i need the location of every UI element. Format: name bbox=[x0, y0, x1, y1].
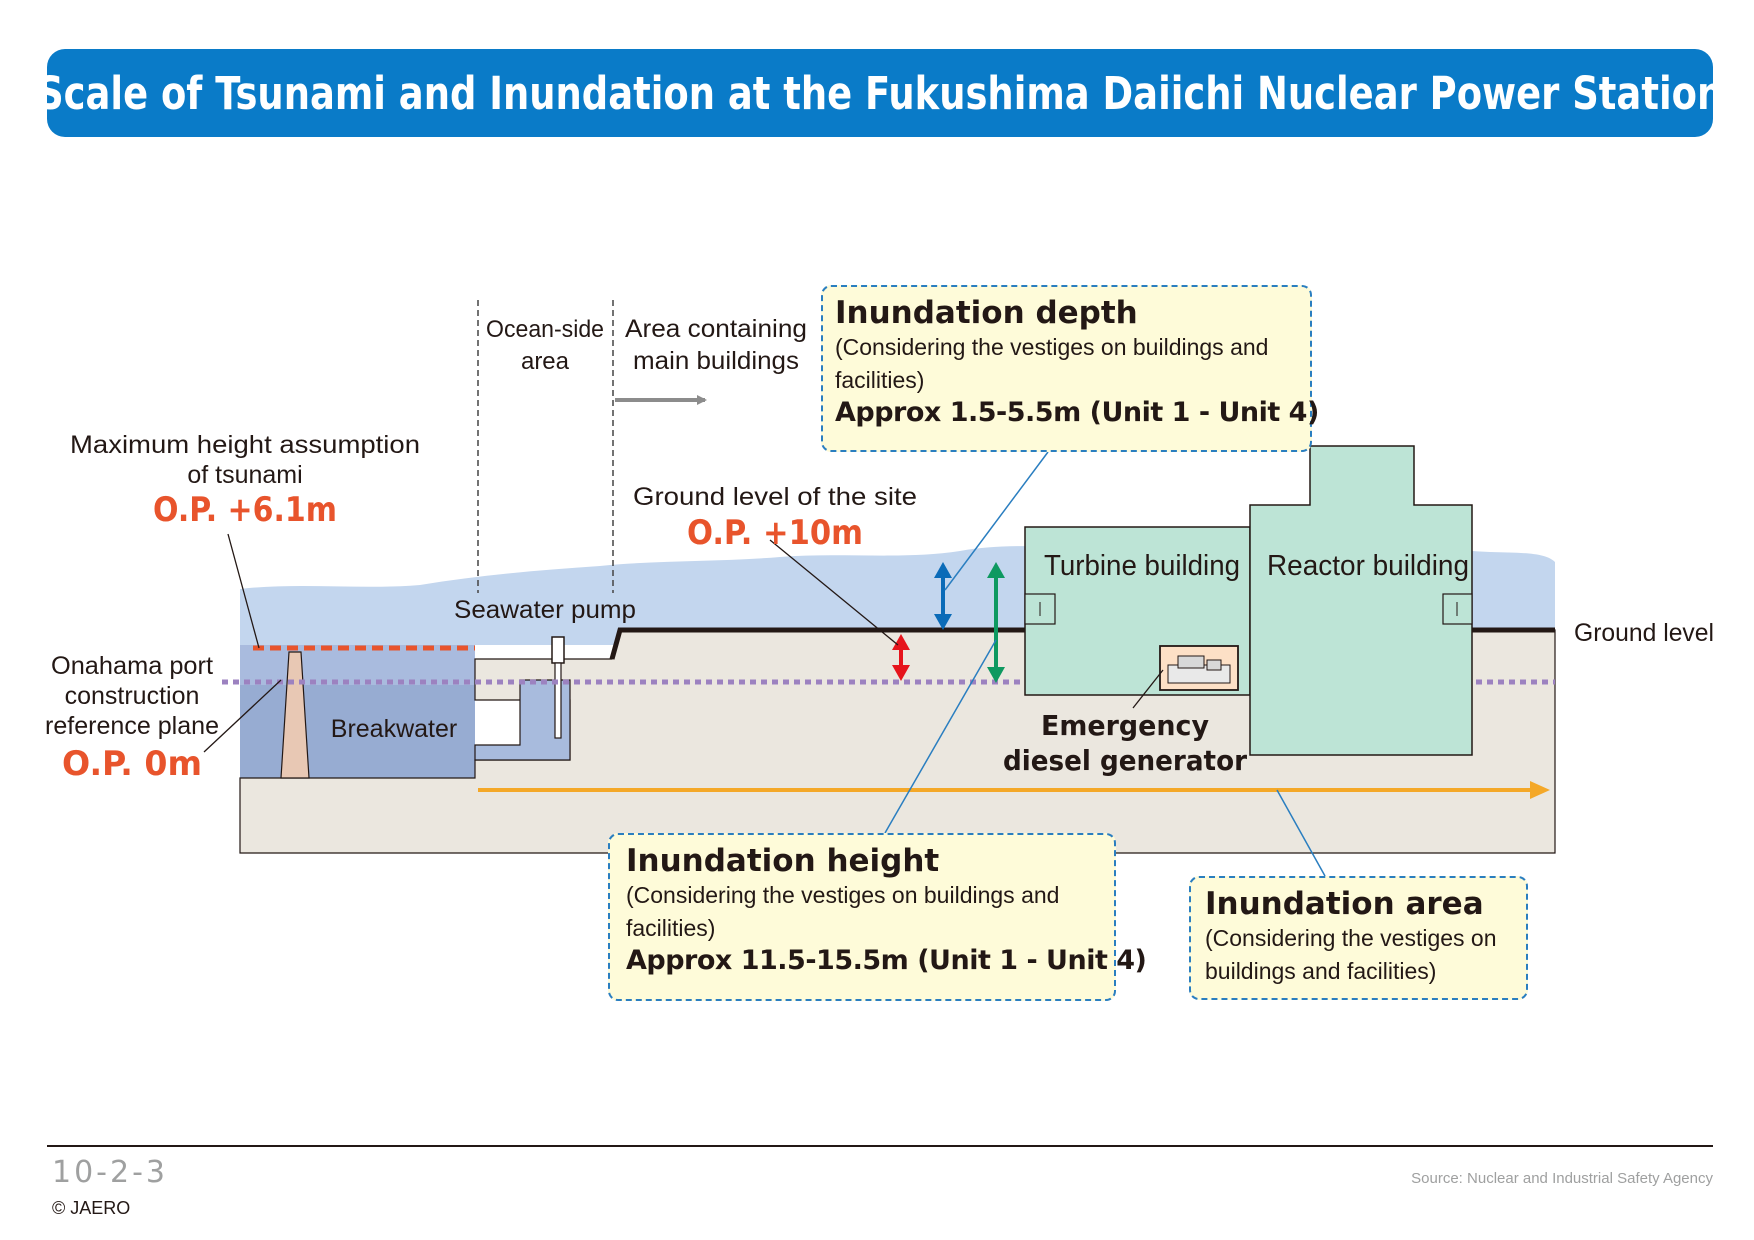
page-title: Scale of Tsunami and Inundation at the F… bbox=[36, 66, 1724, 120]
ground-level-site-label: Ground level of the site bbox=[633, 483, 917, 511]
seawater-pump-label: Seawater pump bbox=[454, 596, 636, 624]
leader-generator bbox=[1132, 669, 1164, 709]
max-height-label-1: Maximum height assumption bbox=[70, 431, 420, 459]
inundation-area-arrowhead bbox=[1530, 781, 1550, 799]
diesel-generator-alternator bbox=[1206, 659, 1222, 671]
inundation-height-value: Approx 11.5-15.5m (Unit 1 - Unit 4) bbox=[626, 945, 1147, 976]
leader-depth bbox=[944, 451, 1049, 591]
max-height-label-2: of tsunami bbox=[187, 461, 302, 489]
leader-ground-level bbox=[769, 539, 899, 646]
ground-gap-arrow bbox=[892, 634, 910, 681]
inundation-height-callout: Inundation height (Considering the vesti… bbox=[608, 833, 1147, 1001]
ocean-side-label-1: Ocean-side bbox=[486, 316, 604, 343]
reactor-door bbox=[1442, 593, 1473, 625]
title-banner: Scale of Tsunami and Inundation at the F… bbox=[37, 49, 1723, 137]
inundation-height-arrow bbox=[987, 562, 1005, 683]
page-number: 10-2-3 bbox=[52, 1155, 168, 1190]
leader-reference bbox=[203, 679, 282, 753]
inundation-depth-note: (Considering the vestiges on buildings a… bbox=[835, 334, 1269, 393]
reactor-building-label: Reactor building bbox=[1267, 550, 1469, 582]
inundation-depth-callout: Inundation depth (Considering the vestig… bbox=[821, 285, 1319, 452]
generator-label-2: diesel generator bbox=[1003, 744, 1247, 777]
footer-rule bbox=[47, 1145, 1713, 1147]
onahama-label-2: construction bbox=[65, 682, 200, 710]
main-buildings-label-1: Area containing bbox=[625, 315, 807, 343]
leader-height bbox=[884, 639, 997, 834]
turbine-building-label: Turbine building bbox=[1044, 550, 1240, 582]
inundation-area-title: Inundation area bbox=[1205, 886, 1484, 922]
onahama-value: O.P. 0m bbox=[62, 744, 202, 784]
seawater-pump-head bbox=[551, 636, 565, 664]
onahama-label-1: Onahama port bbox=[51, 652, 213, 680]
inundation-area-note: (Considering the vestiges on buildings a… bbox=[1205, 925, 1497, 984]
inundation-area-callout: Inundation area (Considering the vestige… bbox=[1189, 876, 1528, 1000]
generator-label-1: Emergency bbox=[1041, 709, 1209, 742]
diesel-generator-engine bbox=[1177, 655, 1205, 669]
leader-max-height bbox=[227, 533, 260, 649]
ground-level-label: Ground level bbox=[1574, 619, 1714, 647]
leader-area bbox=[1276, 789, 1326, 877]
inundation-depth-title: Inundation depth bbox=[835, 295, 1138, 331]
inundation-depth-value: Approx 1.5-5.5m (Unit 1 - Unit 4) bbox=[835, 397, 1319, 428]
ocean-side-label-2: area bbox=[521, 348, 570, 375]
inundation-depth-arrow bbox=[934, 562, 952, 630]
inundation-height-title: Inundation height bbox=[626, 843, 940, 879]
seawater-pump-shaft bbox=[554, 662, 562, 739]
onahama-label-3: reference plane bbox=[45, 712, 219, 740]
ground-level-site-value: O.P. +10m bbox=[687, 513, 863, 553]
source-credit: Source: Nuclear and Industrial Safety Ag… bbox=[1411, 1170, 1713, 1187]
pit-outline bbox=[474, 679, 571, 761]
reactor-building bbox=[1249, 445, 1473, 756]
sea-gradient bbox=[240, 645, 475, 685]
max-height-value: O.P. +6.1m bbox=[153, 490, 337, 530]
copyright: © JAERO bbox=[52, 1198, 131, 1218]
inundation-height-note: (Considering the vestiges on buildings a… bbox=[626, 882, 1060, 941]
breakwater-label: Breakwater bbox=[331, 715, 457, 743]
main-buildings-label-2: main buildings bbox=[633, 347, 799, 375]
